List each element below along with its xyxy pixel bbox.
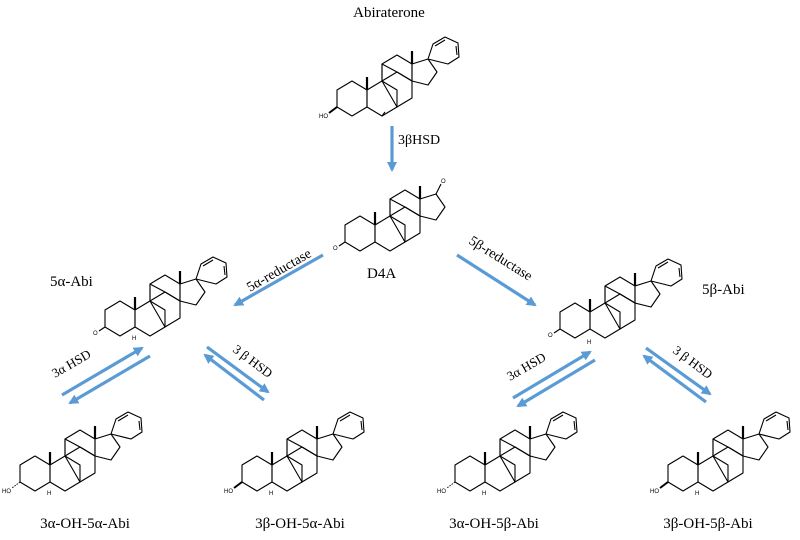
hydroxyl-atom: HO [650, 489, 659, 495]
abiraterone-label: Abiraterone [353, 5, 425, 21]
enzyme-5b-reductase-label: 5β-reductase [466, 234, 535, 285]
arrow-pair-3b-hsd-left [203, 345, 270, 402]
3a-oh-5b-abi-label: 3α-OH-5β-Abi [449, 516, 539, 532]
hydrogen-atom: H [132, 336, 136, 342]
d4a-structure: O O [333, 179, 447, 253]
arrow-5b-reductase [456, 253, 537, 307]
enzyme-5a-reductase-label: 5α-reductase [245, 247, 315, 296]
oxo-atom: O [93, 331, 98, 337]
oxo-atom: O [441, 179, 446, 185]
enzyme-3b-hsd-left-label: 3 β HSD [230, 341, 275, 380]
5b-abi-structure: O H [548, 258, 683, 346]
3b-oh-5a-abi-label: 3β-OH-5α-Abi [255, 516, 345, 532]
3b-oh-5b-abi-structure: HO H [650, 411, 791, 497]
enzyme-3a-hsd-right-label: 3α HSD [504, 349, 548, 383]
oxo-atom: O [548, 333, 553, 339]
enzyme-3a-hsd-left-label: 3α HSD [49, 346, 93, 380]
enzyme-3bhsd-label: 3βHSD [398, 133, 440, 148]
hydrogen-atom: H [587, 340, 591, 346]
arrow-5a-reductase [233, 253, 324, 307]
3b-oh-5a-abi-structure: HO H [224, 411, 365, 497]
hydrogen-atom: H [695, 491, 699, 497]
3a-oh-5a-abi-structure: HO H [2, 411, 143, 497]
abiraterone-structure: HO [319, 36, 460, 120]
hydroxyl-atom: HO [2, 489, 11, 495]
3a-oh-5b-abi-structure: HO H [437, 411, 578, 497]
5a-abi-structure: O H [93, 256, 228, 342]
enzyme-3b-hsd-right-label: 3 β HSD [670, 342, 715, 381]
hydroxyl-atom: HO [437, 489, 446, 495]
hydrogen-atom: H [482, 491, 486, 497]
hydrogen-atom: H [269, 491, 273, 497]
3b-oh-5b-abi-label: 3β-OH-5β-Abi [663, 516, 752, 532]
3a-oh-5a-abi-label: 3α-OH-5α-Abi [40, 516, 130, 532]
hydroxyl-atom: HO [224, 489, 233, 495]
5a-abi-label: 5α-Abi [50, 274, 93, 290]
d4a-label: D4A [367, 266, 396, 282]
arrow-pair-3a-hsd-right [512, 350, 596, 408]
arrow-pair-3b-hsd-right [642, 346, 712, 404]
5b-abi-label: 5β-Abi [702, 282, 745, 298]
hydrogen-atom: H [47, 491, 51, 497]
hydroxyl-atom: HO [319, 114, 328, 120]
oxo-atom: O [333, 246, 338, 252]
arrow-pair-3a-hsd-left [61, 346, 151, 405]
